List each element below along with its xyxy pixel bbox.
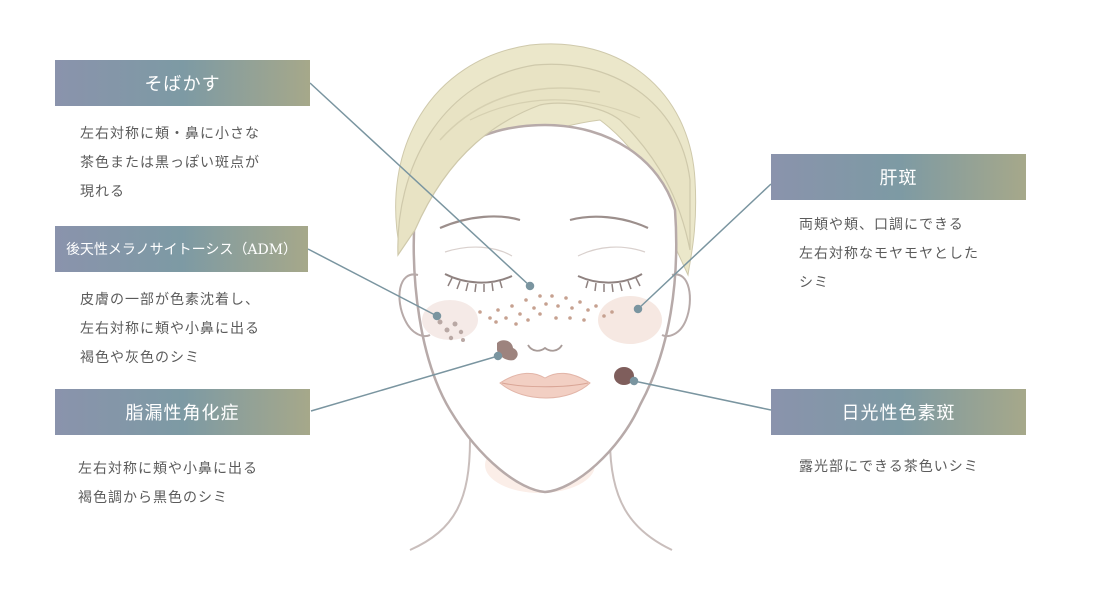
description-line: 現れる	[80, 184, 125, 200]
description-line: 左右対称に頬・鼻に小さな	[80, 126, 260, 142]
solar-label: 日光性色素斑	[771, 389, 1026, 435]
description-line: 褐色や灰色のシミ	[80, 350, 200, 366]
seborrheic-description: 左右対称に頬や小鼻に出る 褐色調から黒色のシミ	[78, 455, 258, 513]
melasma-label: 肝斑	[771, 154, 1026, 200]
right-cheek-patch	[598, 296, 662, 344]
description-line: 左右対称に頬や小鼻に出る	[80, 321, 260, 337]
nose	[527, 344, 563, 352]
solar-description: 露光部にできる茶色いシミ	[799, 453, 979, 482]
description-line: 左右対称なモヤモヤとした	[799, 246, 979, 262]
hair-front	[397, 63, 691, 257]
seborrheic-label: 脂漏性角化症	[55, 389, 310, 435]
right-ear	[661, 273, 691, 338]
freckles-description: 左右対称に頬・鼻に小さな 茶色または黒っぽい斑点が 現れる	[80, 120, 260, 207]
description-line: 茶色または黒っぽい斑点が	[80, 155, 260, 171]
description-line: 左右対称に頬や小鼻に出る	[78, 461, 258, 477]
freckles-label: そばかす	[55, 60, 310, 106]
solar-spot	[614, 367, 634, 385]
melasma-description: 両頬や頬、口調にできる 左右対称なモヤモヤとした シミ	[799, 211, 979, 298]
left-cheek-patch	[422, 300, 478, 340]
solar-title: 日光性色素斑	[841, 403, 956, 424]
adm-title: 後天性メラノサイトーシス（ADM）	[65, 242, 298, 258]
left-eyebrow	[439, 215, 521, 230]
left-eye	[444, 273, 513, 293]
freckles-dots	[478, 294, 614, 326]
description-line: シミ	[799, 275, 829, 291]
description-line: 露光部にできる茶色いシミ	[799, 459, 979, 475]
right-eyebrow	[569, 215, 649, 229]
left-ear	[398, 273, 431, 338]
description-line: 皮膚の一部が色素沈着し、	[80, 292, 260, 308]
description-line: 褐色調から黒色のシミ	[78, 490, 228, 506]
right-eye	[577, 273, 643, 293]
freckles-title: そばかす	[144, 74, 221, 95]
seborrheic-title: 脂漏性角化症	[125, 403, 240, 424]
melasma-title: 肝斑	[879, 168, 918, 189]
connector-lines	[307, 82, 772, 412]
adm-label: 後天性メラノサイトーシス（ADM）	[55, 226, 308, 272]
description-line: 両頬や頬、口調にできる	[799, 217, 964, 233]
adm-description: 皮膚の一部が色素沈着し、 左右対称に頬や小鼻に出る 褐色や灰色のシミ	[80, 286, 260, 373]
lips	[499, 372, 591, 399]
adm-spots	[437, 319, 465, 342]
